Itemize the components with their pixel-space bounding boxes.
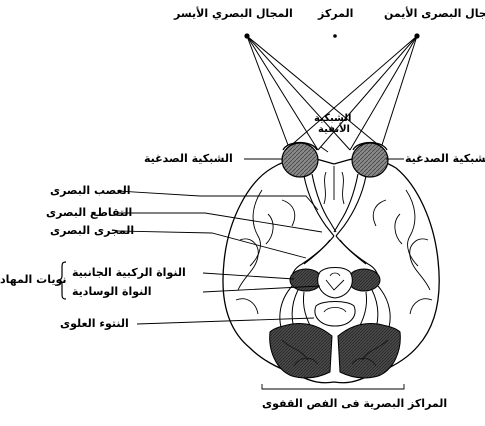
nasal-retina-label-line2: الأنفية <box>318 123 350 136</box>
visual-cortex-label: المراكز البصرية فى الفص القفوى <box>262 397 447 410</box>
left-eye <box>282 143 318 178</box>
right-visual-field-label: المجال البصرى الأيمن <box>384 7 485 20</box>
left-visual-field-label: المجال البصري الأيسر <box>174 7 293 20</box>
center-label: المركز <box>318 7 353 20</box>
superior-colliculus <box>315 302 355 327</box>
lgn-label: النواة الركبية الجانبية <box>72 266 186 279</box>
center-point <box>333 34 337 38</box>
right-eye <box>352 143 388 178</box>
superior-colliculus-label: النتوء العلوى <box>60 317 129 330</box>
pulvinar-label: النواة الوسادية <box>72 285 152 298</box>
optic-tract-label: المجرى البصرى <box>50 224 134 237</box>
temporal-retina-left-label: الشبكية الصدغية <box>144 152 233 165</box>
optic-nerve-label: العصب البصرى <box>50 184 131 197</box>
optic-chiasm-label: التقاطع البصرى <box>46 206 132 219</box>
temporal-retina-right-label: الشبكية الصدغية <box>405 152 485 165</box>
thalamic-nuclei-label: نويات المهاد <box>0 273 66 286</box>
